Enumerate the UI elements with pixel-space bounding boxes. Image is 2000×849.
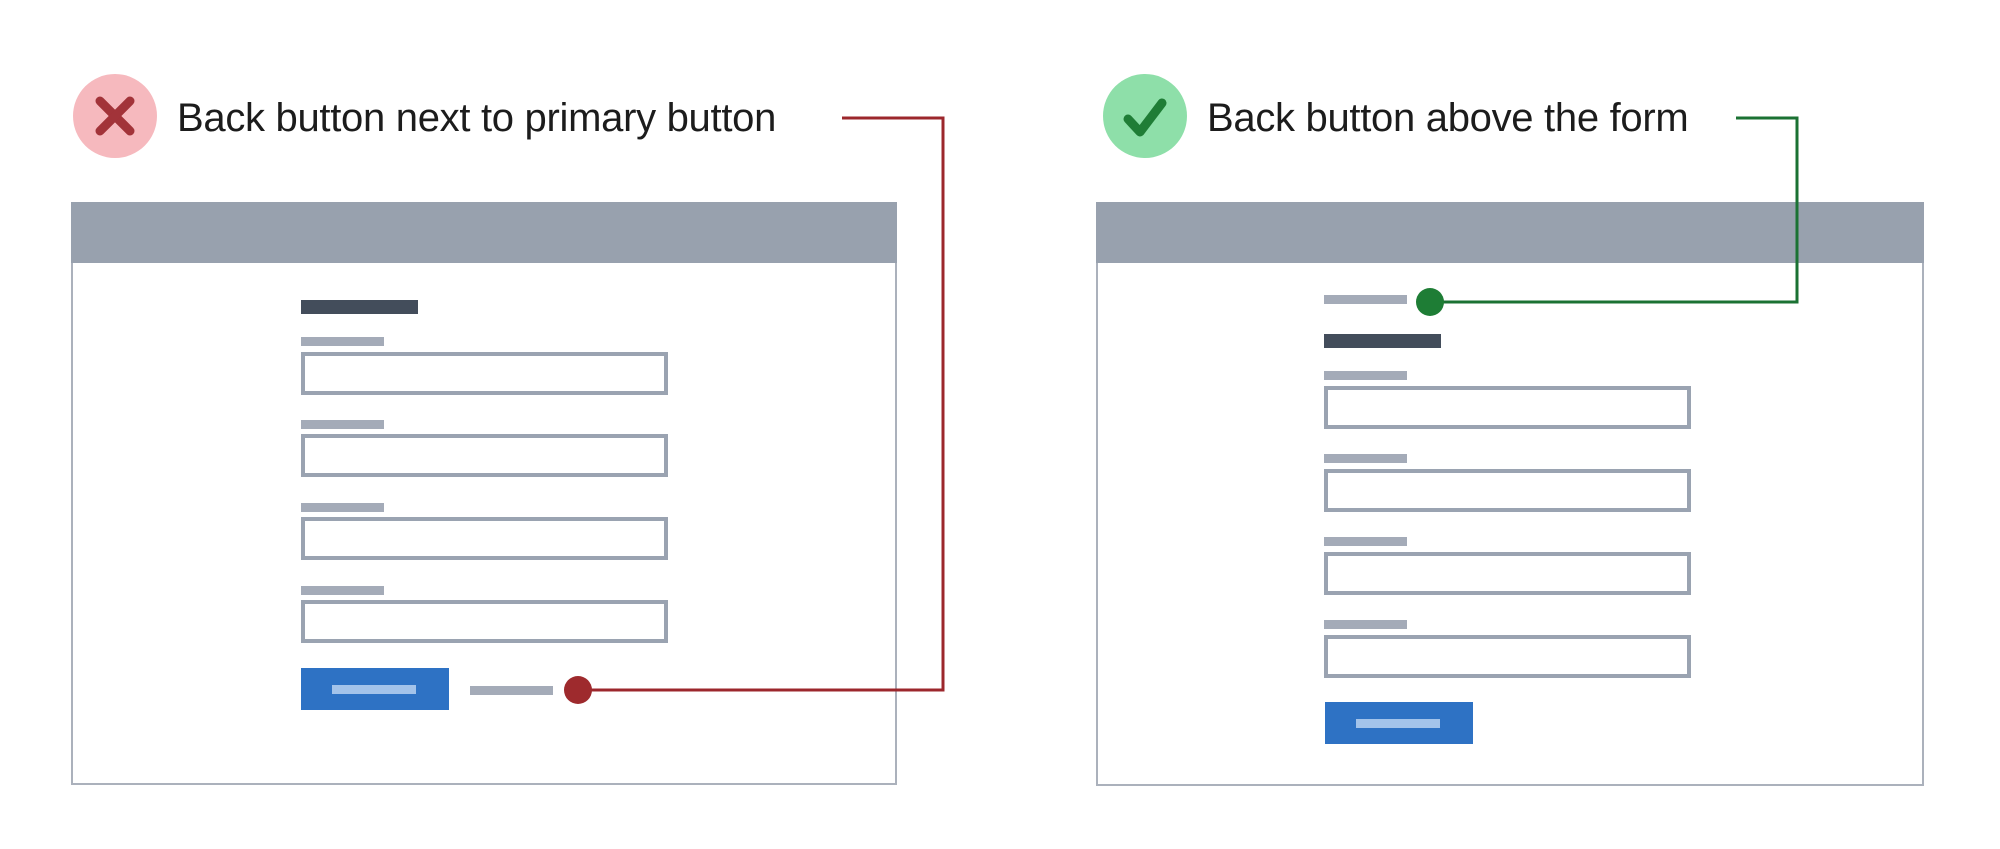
field-label-placeholder — [1324, 537, 1407, 546]
field-label-placeholder — [1324, 454, 1407, 463]
window-body — [1096, 263, 1924, 786]
input-placeholder — [301, 352, 668, 395]
input-placeholder — [301, 517, 668, 560]
input-placeholder — [301, 434, 668, 477]
field-label-placeholder — [301, 586, 384, 595]
bad-example-caption: Back button next to primary button — [177, 96, 777, 140]
back-button-placeholder — [1324, 295, 1407, 304]
correct-badge — [1103, 74, 1187, 158]
primary-button-placeholder — [301, 668, 449, 710]
window-header — [1096, 202, 1924, 263]
incorrect-badge — [73, 74, 157, 158]
browser-window-good — [1096, 202, 1924, 786]
field-label-placeholder — [301, 420, 384, 429]
primary-button-label-placeholder — [332, 685, 416, 694]
back-button-placeholder — [470, 686, 553, 695]
input-placeholder — [1324, 469, 1691, 512]
page-heading-placeholder — [1324, 334, 1441, 348]
field-label-placeholder — [1324, 371, 1407, 380]
field-label-placeholder — [301, 337, 384, 346]
input-placeholder — [1324, 386, 1691, 429]
x-icon — [95, 96, 135, 136]
check-icon — [1123, 98, 1167, 137]
window-header — [71, 202, 897, 263]
input-placeholder — [301, 600, 668, 643]
field-label-placeholder — [1324, 620, 1407, 629]
page-heading-placeholder — [301, 300, 418, 314]
good-example-caption: Back button above the form — [1207, 96, 1689, 140]
input-placeholder — [1324, 635, 1691, 678]
browser-window-bad — [71, 202, 897, 785]
input-placeholder — [1324, 552, 1691, 595]
primary-button-label-placeholder — [1356, 719, 1440, 728]
field-label-placeholder — [301, 503, 384, 512]
primary-button-placeholder — [1325, 702, 1473, 744]
